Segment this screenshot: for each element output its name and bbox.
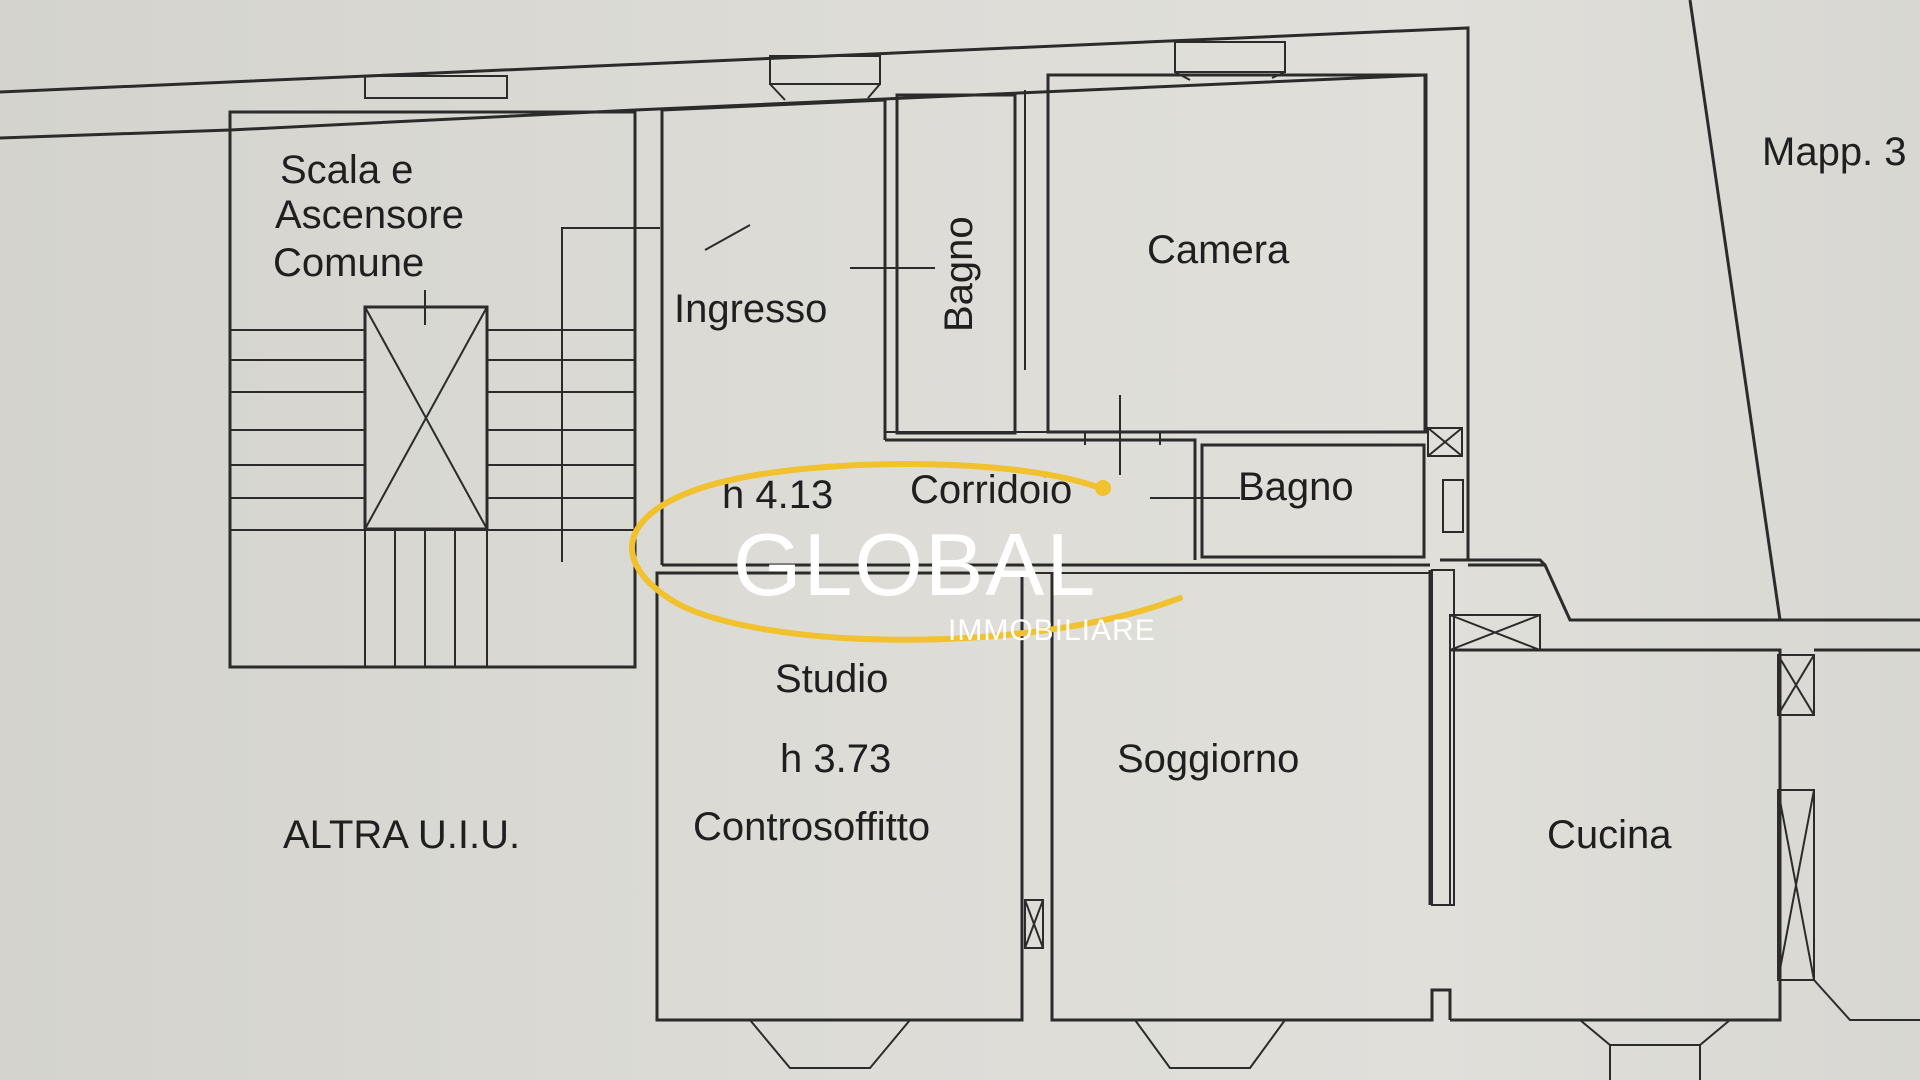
apartment-walls (655, 73, 1920, 1080)
bagno-2-label: Bagno (1238, 465, 1354, 509)
camera-label: Camera (1147, 228, 1290, 272)
stair-label-line-2: Ascensore (275, 193, 464, 237)
bagno-vertical-label: Bagno (937, 216, 981, 332)
height-label-2: h 3.73 (780, 737, 891, 781)
soggiorno-label: Soggiorno (1117, 737, 1299, 781)
logo-subtitle-text: IMMOBILIARE (948, 614, 1156, 647)
studio-label: Studio (775, 657, 888, 701)
stair-block (228, 110, 660, 669)
controsoffitto-label: Controsoffitto (693, 805, 930, 849)
right-boundary (1440, 0, 1920, 622)
stair-label-line-3: Comune (273, 241, 424, 285)
global-immobiliare-watermark: GLOBAL IMMOBILIARE (629, 461, 1183, 647)
logo-swoosh (629, 461, 1183, 643)
logo-dot (1095, 480, 1111, 496)
altra-uiu-label: ALTRA U.I.U. (283, 813, 520, 857)
cucina-label: Cucina (1547, 813, 1672, 857)
stair-label-line-1: Scala e (280, 148, 413, 192)
ingresso-label: Ingresso (674, 287, 827, 331)
mapp-label: Mapp. 3 (1762, 130, 1907, 174)
room-labels: Scala e Ascensore Comune Ingresso Bagno … (273, 130, 1907, 857)
logo-brand-text: GLOBAL (733, 515, 1097, 614)
